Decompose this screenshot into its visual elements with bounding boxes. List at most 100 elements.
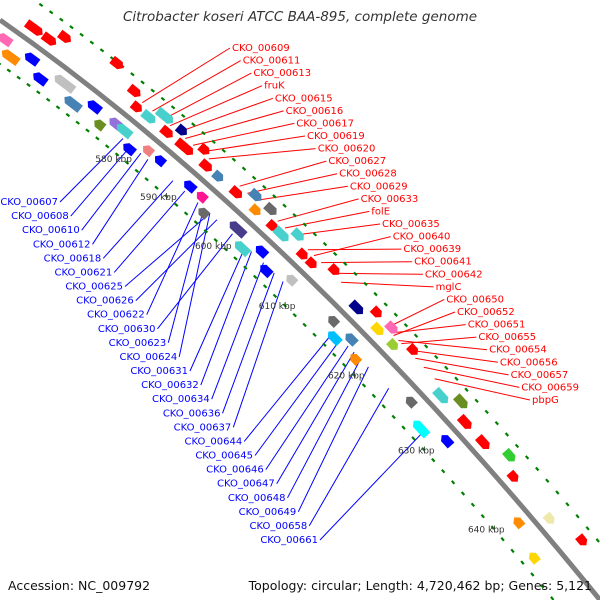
gene-label: CKO_00641: [414, 257, 472, 268]
scale-tick-mark: [99, 48, 105, 53]
forward-gene-arrow: [575, 533, 588, 546]
scale-tick-mark: [253, 274, 258, 280]
gene-label-leader: [113, 190, 186, 273]
gene-label-leader: [276, 351, 355, 484]
scale-tick-mark: [312, 332, 317, 337]
scale-tick-mark: [322, 241, 328, 247]
scale-tick-mark: [401, 425, 406, 430]
forward-gene-arrow: [40, 31, 57, 46]
gene-label: CKO_00632: [141, 380, 199, 391]
scale-tick-mark: [251, 175, 257, 180]
scale-tick-mark: [16, 75, 21, 80]
scale-tick-mark: [213, 238, 218, 243]
scale-tick-mark: [193, 220, 199, 225]
gene-label: CKO_00625: [65, 282, 123, 293]
forward-gene-arrow: [57, 29, 71, 43]
scale-tick-mark: [221, 148, 226, 153]
scale-tick-mark: [322, 342, 327, 347]
gene-label-leader: [146, 202, 199, 315]
gene-label: CKO_00656: [500, 357, 558, 368]
gene-label-leader: [167, 207, 205, 343]
gene-label: CKO_00623: [109, 338, 167, 349]
reverse-gene-arrow: [234, 241, 252, 258]
reverse-gene-arrow: [260, 264, 274, 279]
scale-tick-mark: [524, 455, 530, 460]
gene-label-leader: [211, 262, 264, 400]
scale-tick-mark: [535, 466, 540, 472]
scale-tick-mark: [361, 383, 367, 388]
scale-tick-mark: [431, 457, 436, 463]
scale-tick-mark: [89, 40, 95, 45]
gene-label: CKO_00616: [286, 106, 344, 117]
reverse-gene-arrow: [412, 420, 431, 439]
gene-label-leader: [292, 223, 381, 236]
scale-tick-mark: [332, 251, 338, 257]
gene-label: CKO_00661: [260, 535, 318, 546]
gene-label: CKO_00657: [511, 370, 569, 381]
reverse-gene-arrow: [528, 552, 541, 565]
scale-tick-mark: [191, 122, 196, 127]
gene-label-leader: [313, 236, 391, 257]
gene-label-leader: [434, 378, 531, 401]
gene-label: CKO_00636: [163, 408, 221, 419]
scale-tick-mark: [0, 62, 2, 66]
reverse-gene-arrow: [441, 435, 455, 449]
gene-label: CKO_00655: [478, 332, 536, 343]
gene-label: CKO_00612: [33, 239, 91, 250]
gene-label-leader: [141, 47, 231, 104]
scale-tick-mark: [565, 502, 570, 507]
gene-label-leader: [341, 281, 434, 288]
gene-label: pbpG: [532, 395, 559, 406]
scale-tick-mark: [302, 322, 307, 328]
forward-gene-arrow: [154, 106, 173, 124]
scale-tick-label: 640 kbp: [468, 525, 505, 535]
gene-label: CKO_00624: [120, 352, 178, 363]
reverse-gene-arrow: [328, 316, 341, 328]
gene-label: CKO_00654: [489, 345, 547, 356]
forward-gene-arrow: [140, 108, 156, 124]
gene-label: CKO_00627: [328, 156, 386, 167]
scale-tick-mark: [555, 490, 560, 495]
scale-tick-mark: [470, 502, 476, 508]
scale-tick-mark: [174, 202, 179, 207]
scale-tick-label: 600 kbp: [195, 242, 232, 252]
gene-label: CKO_00651: [468, 320, 526, 331]
scale-tick-mark: [332, 352, 337, 358]
forward-gene-arrow: [248, 187, 262, 202]
scale-tick-mark: [342, 362, 347, 368]
gene-label: CKO_00608: [11, 211, 69, 222]
forward-gene-arrow: [248, 203, 261, 216]
gene-label-leader: [102, 180, 174, 259]
gene-label-leader: [135, 219, 218, 301]
forward-gene-arrow: [295, 247, 308, 260]
scale-tick-mark: [144, 177, 149, 182]
gene-label-leader: [200, 251, 252, 386]
scale-tick-mark: [423, 344, 429, 349]
map-title: Citrobacter koseri ATCC BAA-895, complet…: [122, 9, 478, 25]
scale-tick-mark: [413, 333, 419, 338]
scale-tick-mark: [411, 436, 416, 441]
scale-tick-mark: [454, 376, 459, 381]
gene-label: CKO_00607: [0, 197, 58, 208]
scale-tick-mark: [262, 284, 268, 289]
scale-tick-mark: [65, 112, 71, 118]
scale-tick-mark: [282, 303, 288, 308]
forward-gene-arrow: [453, 393, 468, 409]
reverse-gene-arrow: [64, 96, 83, 113]
gene-label-leader: [415, 357, 509, 376]
gene-label-leader: [124, 212, 211, 287]
forward-gene-arrow: [198, 158, 212, 172]
forward-gene-arrow: [304, 256, 317, 269]
scale-tick-mark: [353, 271, 358, 277]
forward-gene-arrow: [109, 55, 124, 70]
gene-label-leader: [321, 261, 413, 264]
gene-label: CKO_00609: [232, 43, 290, 54]
scale-tick-mark: [480, 513, 485, 519]
scale-tick-mark: [292, 312, 297, 318]
scale-tick-mark: [363, 281, 368, 287]
scale-tick-mark: [514, 443, 520, 449]
forward-gene-arrow: [174, 123, 187, 136]
forward-gene-arrow: [263, 201, 277, 216]
forward-gene-arrow: [384, 320, 398, 334]
gene-label-leader: [81, 152, 142, 231]
